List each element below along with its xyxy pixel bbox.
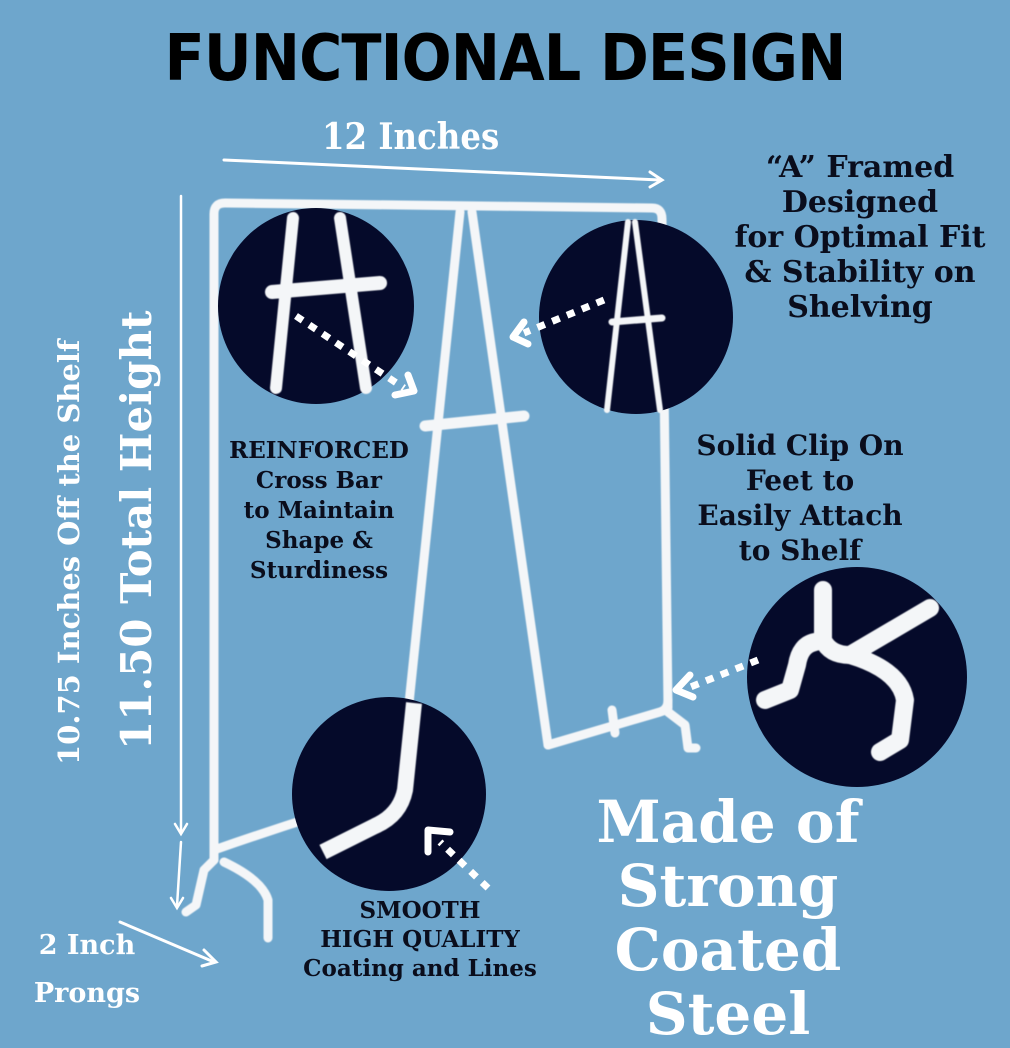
width-dimension-arrow (222, 158, 665, 189)
product-illustration (118, 158, 967, 968)
callout-line: Shelving (787, 290, 933, 325)
dotted-arrow-crossbar (294, 313, 418, 399)
callout-line: REINFORCED (229, 437, 409, 464)
reinforced-crossbar-callout: REINFORCED Cross Bar to Maintain Shape &… (215, 436, 423, 586)
a-frame-callout: “A” Framed Designed for Optimal Fit & St… (720, 150, 1000, 325)
page-title: FUNCTIONAL DESIGN (164, 22, 847, 96)
dotted-arrow-smooth (424, 826, 491, 891)
a-frame-detail-circle (539, 219, 733, 414)
callout-line: Coated Steel (614, 916, 842, 1048)
height-off-shelf-label: 10.75 Inches Off the Shelf (52, 339, 86, 765)
callout-line: Solid Clip On (696, 429, 904, 462)
dotted-arrow-a-frame (509, 296, 606, 348)
prongs-dimension-arrow (118, 920, 219, 968)
callout-line: Strong (617, 852, 839, 920)
callout-line: Made of (596, 788, 860, 856)
callout-line: Sturdiness (249, 557, 389, 584)
prongs-label-line1: 2 Inch (38, 930, 136, 961)
prongs-label: 2 Inch Prongs (22, 922, 152, 1018)
callout-line: HIGH QUALITY (320, 926, 520, 953)
callout-line: “A” Framed (765, 150, 955, 185)
clip-feet-callout: Solid Clip On Feet to Easily Attach to S… (680, 428, 920, 568)
callout-line: Feet to (745, 464, 855, 497)
height-dimension-arrow (169, 194, 189, 911)
callout-line: to Shelf (738, 534, 862, 567)
smooth-coating-callout: SMOOTH HIGH QUALITY Coating and Lines (275, 896, 565, 983)
total-height-label: 11.50 Total Height (112, 310, 161, 750)
width-label: 12 Inches (322, 116, 500, 158)
crossbar-detail-circle (218, 208, 414, 404)
clip-feet-detail-circle (747, 567, 967, 787)
callout-line: Designed (781, 185, 939, 220)
callout-line: Shape & (265, 527, 373, 554)
wire-rack (181, 198, 701, 943)
callout-line: Coating and Lines (303, 955, 537, 982)
callout-line: Easily Attach (697, 499, 903, 532)
dotted-arrow-clip-feet (672, 656, 760, 701)
callout-line: SMOOTH (359, 897, 481, 924)
smooth-coating-detail-circle (292, 697, 486, 891)
prongs-label-line2: Prongs (33, 978, 141, 1009)
callout-line: & Stability on (744, 255, 976, 290)
callout-line: Cross Bar (255, 467, 383, 494)
material-callout: Made of Strong Coated Steel (548, 790, 908, 1046)
callout-line: for Optimal Fit (734, 220, 986, 255)
callout-line: to Maintain (243, 497, 395, 524)
